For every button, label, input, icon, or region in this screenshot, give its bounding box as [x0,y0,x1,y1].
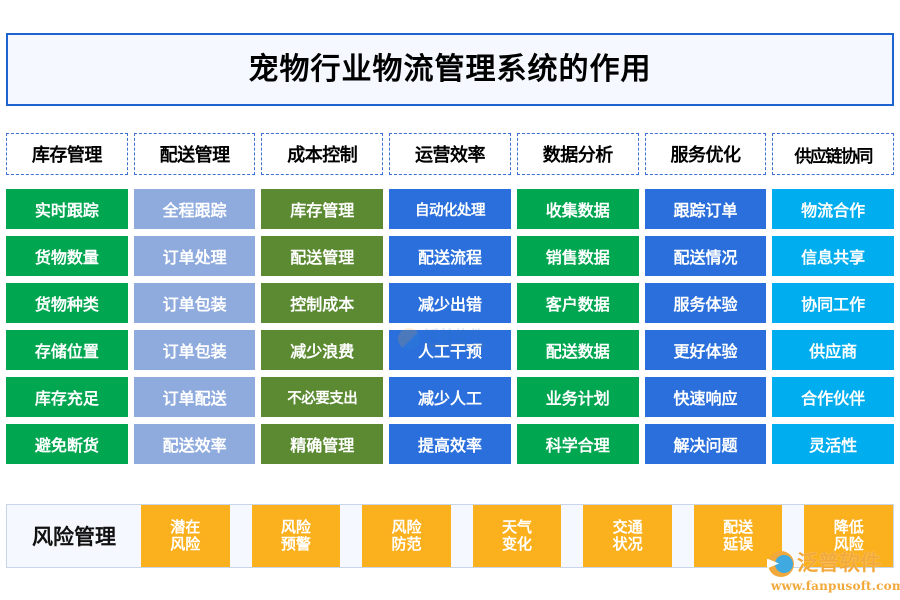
risk-item-line2: 风险 [170,535,201,553]
feature-cell[interactable]: 全程跟踪 [133,189,256,229]
feature-cell[interactable]: 业务计划 [516,377,639,417]
risk-item[interactable]: 降低 风险 [804,505,894,567]
category-header-supplychain[interactable]: 供应链协同 [772,133,895,175]
feature-cell[interactable]: 服务体验 [644,283,767,323]
feature-cell[interactable]: 订单包装 [133,330,256,370]
category-header-label: 运营效率 [415,145,486,166]
feature-cell[interactable]: 跟踪订单 [644,189,767,229]
category-header-label: 库存管理 [31,145,103,166]
feature-column-service: 跟踪订单 配送情况 服务体验 更好体验 快速响应 解决问题 [644,189,767,464]
feature-column-delivery: 全程跟踪 订单处理 订单包装 订单包装 订单配送 配送效率 [133,189,256,464]
risk-item[interactable]: 潜在 风险 [141,505,230,567]
feature-cell[interactable]: 供应商 [772,330,895,370]
feature-cell[interactable]: 不必要支出 [261,377,384,417]
category-header-inventory[interactable]: 库存管理 [6,133,128,175]
risk-item-line1: 交通 [612,518,643,537]
feature-cell[interactable]: 订单配送 [133,377,256,417]
risk-item-list: 潜在 风险 风险 预警 风险 防范 天气 变化 交通 状况 [141,505,894,567]
feature-cell[interactable]: 快速响应 [644,377,767,417]
risk-item[interactable]: 交通 状况 [583,505,672,567]
feature-cell[interactable]: 配送情况 [644,236,767,276]
feature-cell[interactable]: 信息共享 [772,236,895,276]
feature-cell[interactable]: 人工干预 [389,330,511,370]
risk-item-line2: 变化 [502,535,533,553]
feature-cell[interactable]: 收集数据 [516,189,639,229]
feature-cell[interactable]: 销售数据 [516,236,639,276]
feature-grid: 实时跟踪 货物数量 货物种类 存储位置 库存充足 避免断货 全程跟踪 订单处理 … [6,189,895,464]
feature-cell[interactable]: 减少浪费 [261,330,384,370]
risk-item-line1: 天气 [502,518,533,537]
feature-column-efficiency: 自动化处理 配送流程 减少出错 人工干预 减少人工 提高效率 [389,189,511,464]
feature-cell[interactable]: 控制成本 [261,283,384,323]
page-title: 宠物行业物流管理系统的作用 [248,51,652,87]
category-header-delivery[interactable]: 配送管理 [133,133,256,175]
risk-item[interactable]: 风险 防范 [362,505,451,567]
feature-cell[interactable]: 订单处理 [133,236,256,276]
category-header-label: 服务优化 [670,145,741,166]
risk-item-line2: 延误 [723,535,754,553]
feature-cell[interactable]: 自动化处理 [389,189,511,229]
feature-cell[interactable]: 货物种类 [6,283,128,323]
feature-cell[interactable]: 科学合理 [516,424,639,464]
risk-item-line2: 防范 [391,535,422,553]
category-header-cost[interactable]: 成本控制 [261,133,384,175]
feature-cell[interactable]: 库存管理 [261,189,384,229]
category-header-label: 成本控制 [287,145,358,166]
risk-gap [672,505,694,567]
risk-gap [782,505,804,567]
risk-item[interactable]: 配送 延误 [693,505,783,567]
page-title-box: 宠物行业物流管理系统的作用 [6,33,894,106]
category-header-label: 配送管理 [159,145,231,166]
feature-cell[interactable]: 库存充足 [6,377,128,417]
category-header-label: 供应链协同 [794,146,873,167]
risk-item-line2: 风险 [833,535,864,553]
risk-item-line1: 潜在 [170,518,201,537]
category-header-efficiency[interactable]: 运营效率 [389,133,511,175]
risk-item[interactable]: 风险 预警 [251,505,341,567]
feature-cell[interactable]: 减少人工 [389,377,511,417]
feature-cell[interactable]: 货物数量 [6,236,128,276]
feature-cell[interactable]: 更好体验 [644,330,767,370]
feature-cell[interactable]: 实时跟踪 [6,189,128,229]
feature-cell[interactable]: 配送流程 [389,236,511,276]
feature-cell[interactable]: 避免断货 [6,424,128,464]
feature-column-cost: 库存管理 配送管理 控制成本 减少浪费 不必要支出 精确管理 [261,189,384,464]
risk-item-line1: 降低 [833,518,864,537]
feature-cell[interactable]: 配送数据 [516,330,639,370]
risk-gap [451,505,473,567]
feature-cell[interactable]: 灵活性 [772,424,895,464]
risk-item[interactable]: 天气 变化 [472,505,562,567]
feature-cell[interactable]: 客户数据 [516,283,639,323]
category-header-data[interactable]: 数据分析 [516,133,639,175]
feature-cell[interactable]: 存储位置 [6,330,128,370]
risk-item-line1: 风险 [391,518,422,537]
feature-cell[interactable]: 协同工作 [772,283,895,323]
category-header-service[interactable]: 服务优化 [644,133,767,175]
category-header-label: 数据分析 [542,145,614,166]
feature-cell[interactable]: 物流合作 [772,189,895,229]
risk-gap [340,505,362,567]
feature-cell[interactable]: 配送管理 [261,236,384,276]
feature-cell[interactable]: 减少出错 [389,283,511,323]
feature-column-supplychain: 物流合作 信息共享 协同工作 供应商 合作伙伴 灵活性 [772,189,895,464]
feature-cell[interactable]: 合作伙伴 [772,377,895,417]
brand-url: www.fanpusoft.com [771,578,900,593]
feature-cell[interactable]: 解决问题 [644,424,767,464]
risk-item-line1: 配送 [723,518,754,537]
risk-item-line1: 风险 [280,518,311,537]
feature-cell[interactable]: 配送效率 [133,424,256,464]
risk-gap [561,505,583,567]
feature-cell[interactable]: 提高效率 [389,424,511,464]
feature-column-data: 收集数据 销售数据 客户数据 配送数据 业务计划 科学合理 [516,189,639,464]
feature-cell[interactable]: 订单包装 [133,283,256,323]
risk-gap [230,505,252,567]
risk-management-row: 风险管理 潜在 风险 风险 预警 风险 防范 天气 变化 交通 [6,504,894,568]
risk-item-line2: 预警 [280,535,311,553]
risk-item-line2: 状况 [612,535,643,553]
feature-column-inventory: 实时跟踪 货物数量 货物种类 存储位置 库存充足 避免断货 [6,189,128,464]
risk-management-label: 风险管理 [32,524,116,549]
feature-cell[interactable]: 精确管理 [261,424,384,464]
category-header-row: 库存管理 配送管理 成本控制 运营效率 数据分析 服务优化 供应链协同 [6,133,895,175]
